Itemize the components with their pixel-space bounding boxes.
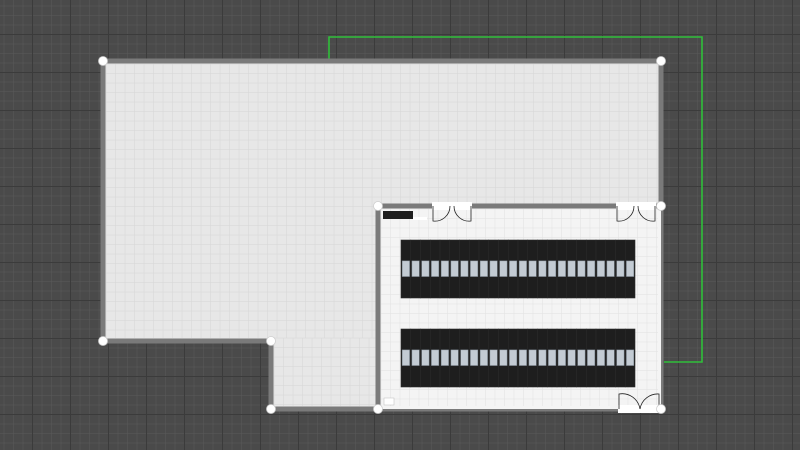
vertex-handle[interactable]	[373, 404, 383, 414]
server-room[interactable]	[375, 202, 661, 413]
rack-unit-panel	[499, 260, 508, 277]
rack-unit-panel	[616, 260, 625, 277]
rack-unit-panel	[606, 349, 615, 366]
vertex-handle[interactable]	[98, 336, 108, 346]
rack-unit-panel	[626, 260, 635, 277]
rack-unit-panel	[567, 349, 576, 366]
door-bottom-right[interactable]	[618, 393, 660, 413]
rack-unit-panel	[538, 260, 547, 277]
rack-unit-panel	[401, 260, 410, 277]
rack-unit-panel	[587, 260, 596, 277]
rack-unit-panel	[548, 260, 557, 277]
rack-unit-panel	[479, 260, 488, 277]
floor-marker	[383, 397, 395, 406]
rack-unit-panel	[499, 349, 508, 366]
rack-unit-panel	[401, 349, 410, 366]
rack-unit-panel	[431, 260, 440, 277]
rack-unit-panel	[460, 349, 469, 366]
vertex-handle[interactable]	[266, 336, 276, 346]
rack-unit-panel	[440, 349, 449, 366]
rack-unit-panel	[411, 349, 420, 366]
rack-unit-panel	[548, 349, 557, 366]
vertex-handle[interactable]	[373, 201, 383, 211]
vertex-handle[interactable]	[266, 404, 276, 414]
rack-unit-panel	[479, 349, 488, 366]
rack-unit-panel	[596, 260, 605, 277]
rack-unit-panel	[606, 260, 615, 277]
rack-unit-panel	[509, 349, 518, 366]
rack-unit-panel	[440, 260, 449, 277]
room-label-placeholder-tail	[413, 217, 427, 220]
rack-unit-panel	[577, 260, 586, 277]
rack-unit-panel	[421, 349, 430, 366]
rack-unit-panel	[489, 349, 498, 366]
door-top-left[interactable]	[432, 202, 472, 222]
rack-unit-panel	[557, 260, 566, 277]
rack-unit-panel	[567, 260, 576, 277]
rack-unit-panel	[538, 349, 547, 366]
vertex-handle[interactable]	[656, 201, 666, 211]
rack-unit-panel	[616, 349, 625, 366]
rack-unit-panel	[509, 260, 518, 277]
rack-unit-panel	[450, 349, 459, 366]
door-top-right[interactable]	[616, 202, 656, 222]
rack-unit-panel	[489, 260, 498, 277]
rack-unit-panel	[626, 349, 635, 366]
room-label-placeholder[interactable]	[383, 211, 413, 219]
vertex-handle[interactable]	[656, 56, 666, 66]
rack-unit-panel	[421, 260, 430, 277]
rack-unit-panel	[460, 260, 469, 277]
rack-unit-panel	[577, 349, 586, 366]
vertex-handle[interactable]	[98, 56, 108, 66]
cable-route[interactable]	[328, 36, 703, 363]
vertex-handles[interactable]	[98, 56, 666, 414]
rack-unit-panel	[470, 260, 479, 277]
rack-unit-panel	[518, 260, 527, 277]
rack-unit-panel	[596, 349, 605, 366]
rack-unit-panel	[470, 349, 479, 366]
vertex-handle[interactable]	[656, 404, 666, 414]
rack-unit-panel	[518, 349, 527, 366]
rack-row-2[interactable]	[400, 328, 636, 388]
rack-unit-panel	[528, 260, 537, 277]
rack-unit-panel	[557, 349, 566, 366]
rack-unit-panel	[411, 260, 420, 277]
rack-unit-panel	[528, 349, 537, 366]
rack-unit-panel	[431, 349, 440, 366]
rack-row-1[interactable]	[400, 239, 636, 299]
rack-unit-panel	[450, 260, 459, 277]
rack-unit-panel	[587, 349, 596, 366]
